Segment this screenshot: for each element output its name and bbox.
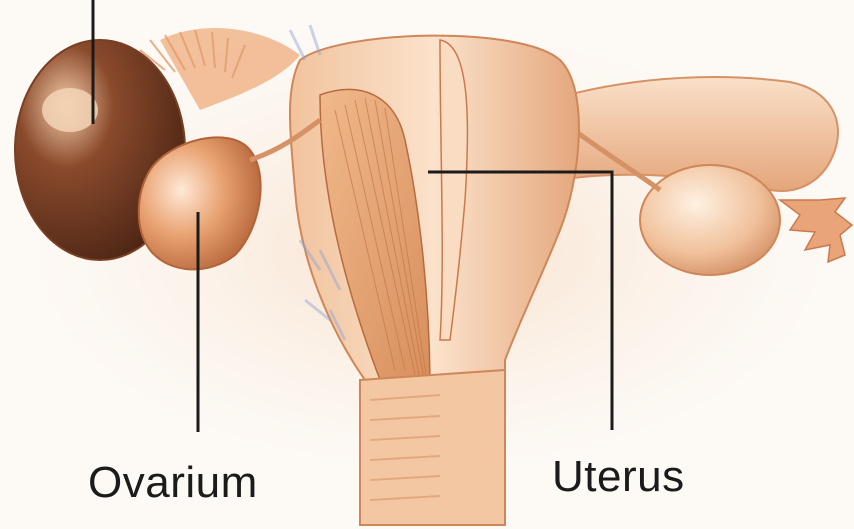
cyst-highlight xyxy=(42,88,98,132)
uterus-label: Uterus xyxy=(552,452,685,502)
cervix xyxy=(360,370,505,525)
right-ovary xyxy=(640,165,780,275)
ovarium-label: Ovarium xyxy=(88,458,258,508)
